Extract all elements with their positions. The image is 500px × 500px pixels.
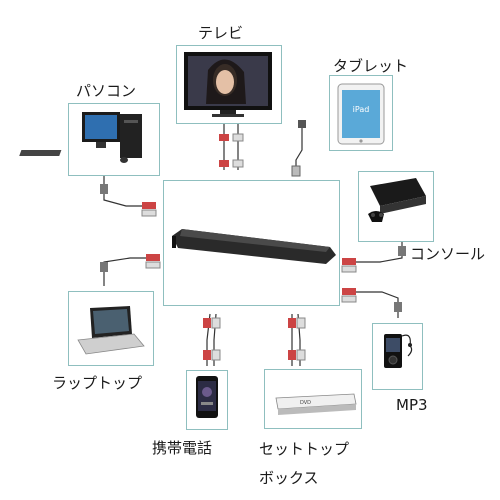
label-tv: テレビ: [198, 24, 244, 42]
tv-icon: [184, 52, 272, 117]
label-laptop: ラップトップ: [52, 374, 143, 392]
tablet-icon: [337, 83, 385, 145]
laptop-icon: [77, 306, 145, 355]
stb-icon: [275, 393, 357, 415]
tablet-brand-text: iPad: [353, 105, 370, 114]
phone-icon: [196, 376, 218, 418]
plugs: [100, 120, 406, 361]
mp3-icon: [384, 334, 413, 368]
label-stb-line2: ボックス: [259, 469, 319, 487]
label-console: コンソール: [410, 245, 486, 263]
soundbar-icon: [172, 229, 336, 264]
stb-brand-text: DVD: [300, 400, 311, 406]
label-mp3: MP3: [396, 396, 428, 414]
label-pc: パソコン: [76, 82, 137, 100]
label-tablet: タブレット: [333, 57, 409, 75]
console-icon: [368, 178, 426, 222]
label-phone: 携帯電話: [152, 439, 213, 457]
pc-icon: [19, 112, 142, 163]
label-stb-line1: セットトップ: [259, 440, 350, 458]
